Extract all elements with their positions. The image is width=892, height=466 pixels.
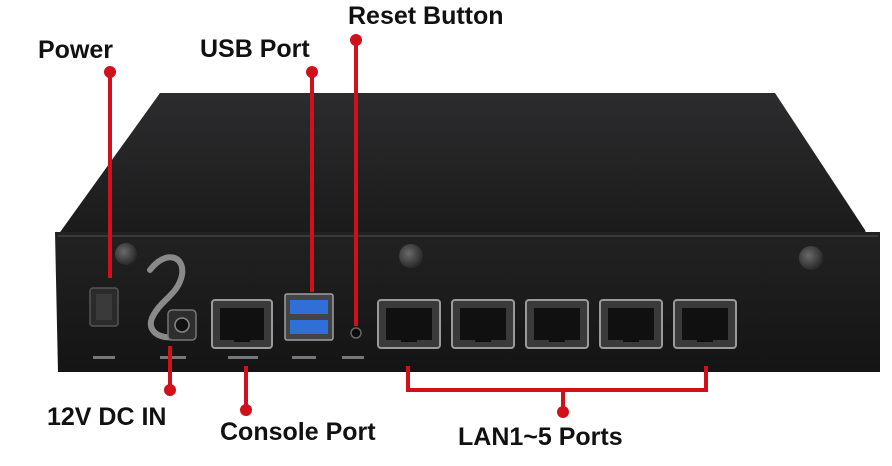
label-power: Power xyxy=(38,36,114,64)
label-console-port: Console Port xyxy=(220,418,376,446)
screw xyxy=(399,244,423,268)
reset-button xyxy=(350,327,362,339)
lan-port xyxy=(673,299,737,349)
screw xyxy=(799,246,823,270)
lan-ports xyxy=(377,299,737,349)
console-port xyxy=(211,299,273,349)
chassis-top xyxy=(58,93,868,240)
usb-ports xyxy=(284,293,334,341)
lan-port xyxy=(377,299,441,349)
lan-port xyxy=(525,299,589,349)
label-12v-dc-in: 12V DC IN xyxy=(47,403,167,431)
dc-in-cable xyxy=(147,254,193,341)
label-usb-port: USB Port xyxy=(200,35,310,63)
lan-port xyxy=(599,299,663,349)
label-lan-ports: LAN1~5 Ports xyxy=(458,423,623,451)
lan-port xyxy=(451,299,515,349)
callout-bracket-lan xyxy=(406,366,708,392)
label-reset-button: Reset Button xyxy=(348,2,504,30)
screw xyxy=(115,243,137,265)
face-silkscreen xyxy=(93,356,364,359)
callout-lines xyxy=(104,34,708,418)
